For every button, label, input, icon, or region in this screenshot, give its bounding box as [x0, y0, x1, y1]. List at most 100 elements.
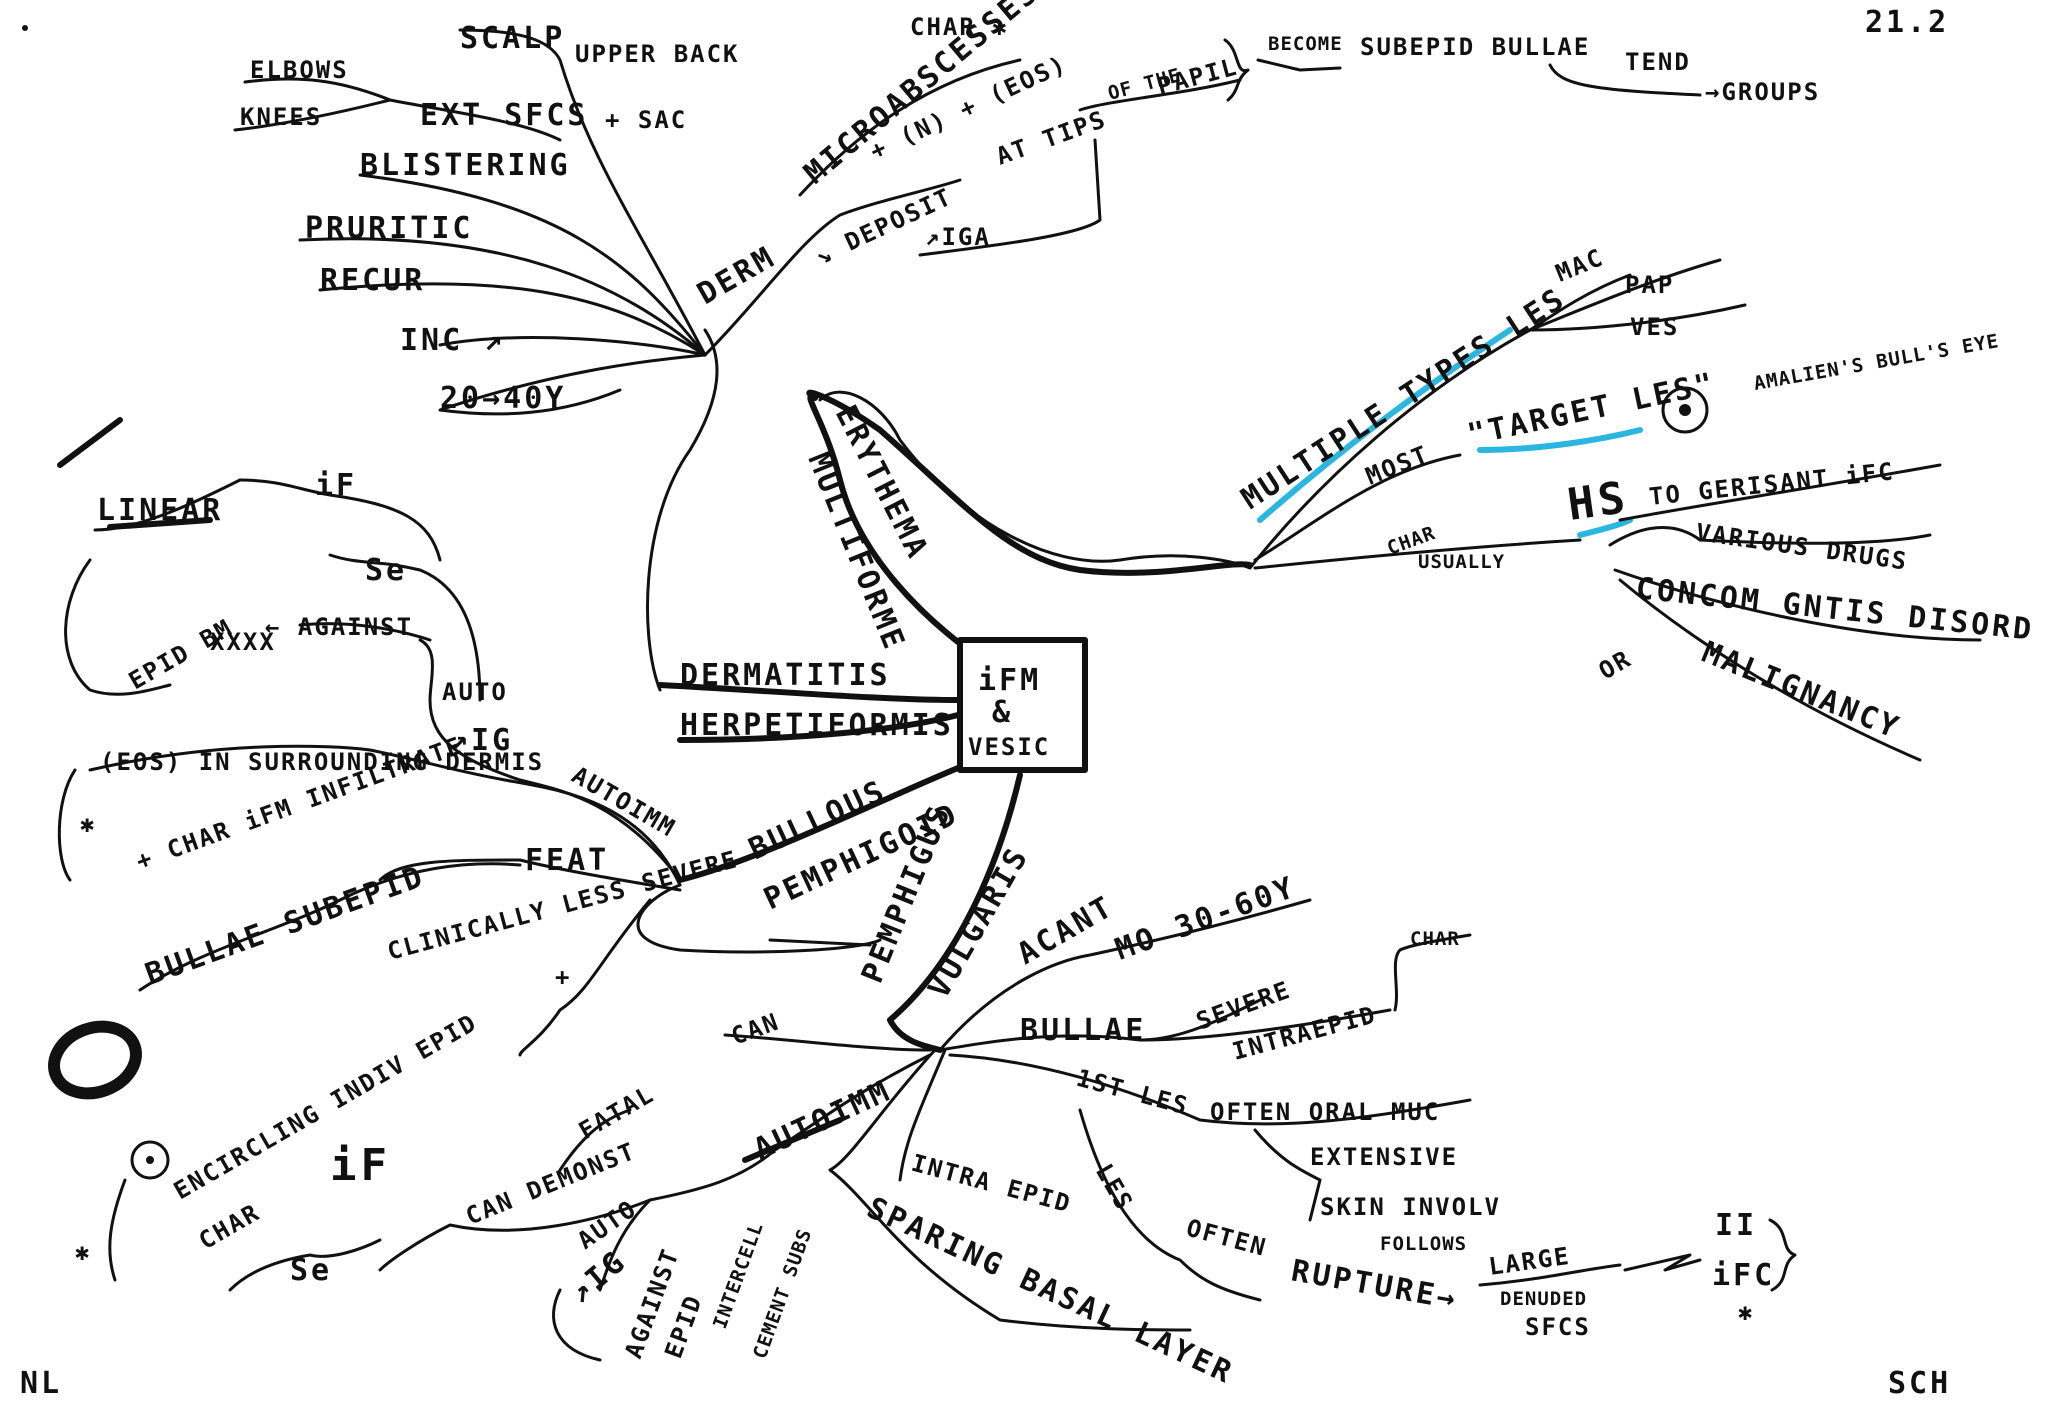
dh-elbows: ELBOWS	[250, 56, 349, 84]
center-line2: &	[992, 695, 1013, 730]
dh-knees-line	[233, 98, 392, 132]
center-topic: iFM & VESIC	[957, 637, 1088, 773]
pv-sfcs: SFCS	[1525, 1313, 1591, 1341]
branch-erythema-multiforme	[806, 389, 1253, 645]
em-pap: PAP	[1625, 271, 1674, 299]
center-box	[957, 637, 1088, 773]
target-outer-icon	[1661, 386, 1709, 434]
branch-dh-stem	[646, 328, 719, 692]
bp-star: ✱	[80, 810, 96, 838]
pv-often-oral: OFTEN ORAL MUC	[1210, 1098, 1440, 1126]
em-highlight-multiple	[1257, 327, 1513, 523]
pv-rupture: RUPTURE→	[1289, 1253, 1461, 1317]
corner-initials-left: NL	[20, 1366, 62, 1401]
dh-micro-line	[798, 58, 1022, 197]
dh-recur: RECUR	[320, 263, 425, 298]
dh-ext-sfcs: EXT SFCS	[420, 98, 589, 133]
ink-dot	[22, 25, 28, 31]
dh-tend: TEND	[1625, 48, 1691, 76]
bp-se-line	[328, 553, 482, 702]
dh-age-line	[438, 353, 707, 416]
bp-feat-line	[378, 858, 682, 892]
cell-outline-icon	[130, 1140, 170, 1180]
pv-bullae-line	[938, 998, 1262, 1052]
dh-scalp-line	[458, 28, 707, 357]
branch-erythema-outline	[818, 390, 1252, 570]
dh-ext-line	[388, 98, 562, 142]
pv-first-les: 1ST LES	[1073, 1064, 1191, 1121]
em-multiple-types: MULTIPLE TYPES LES	[1235, 281, 1572, 517]
pv-denuded: DENUDED	[1500, 1288, 1587, 1310]
em-various-drugs: VARIOUS DRUGS	[1694, 518, 1910, 575]
em-usually: USUALLY	[1418, 551, 1505, 573]
bp-eos: (EOS) IN SURROUNDING DERMIS	[100, 748, 544, 776]
branch-pemphigus-vulgaris	[887, 772, 1023, 1053]
pv-char-line	[1393, 933, 1472, 1012]
em-mac: MAC	[1552, 243, 1608, 287]
bp-xxxx: XXXX	[210, 628, 276, 656]
pv-se: Se	[290, 1253, 332, 1288]
em-malignancy-line	[1618, 578, 1922, 762]
target-center-icon	[1679, 404, 1691, 416]
bp-autoimm: AUTOIMM	[567, 761, 681, 843]
pv-skin-involv: SKIN INVOLV	[1320, 1193, 1501, 1221]
pv-extensive: EXTENSIVE	[1310, 1143, 1458, 1171]
em-pap-line	[1528, 258, 1722, 332]
bp-se: Se	[365, 553, 407, 588]
dh-subepid-bullae: SUBEPID BULLAE	[1360, 33, 1590, 61]
em-mac-line	[1528, 273, 1632, 332]
bp-eos-bracket	[57, 768, 77, 882]
bold-o-mark	[48, 1020, 142, 1100]
pv-if: iF	[330, 1140, 391, 1191]
center-line3: VESIC	[968, 733, 1050, 761]
dh-title1: DERMATITIS	[680, 658, 891, 693]
pv-intercell: INTERCELL	[709, 1219, 768, 1332]
pv-autoimm-underline	[742, 1117, 843, 1163]
center-line1: iFM	[978, 663, 1041, 698]
bp-plus: +	[555, 963, 571, 991]
pv-fatal-line	[558, 1108, 632, 1172]
pv-demonst-line	[378, 1198, 652, 1272]
bp-linear-underline	[107, 517, 213, 530]
pv-encircling: ENCIRCLING INDIV EPID	[169, 1008, 482, 1205]
pv-follows: FOLLOWS	[1380, 1233, 1467, 1255]
pv-extensive-arrow	[1253, 1128, 1322, 1222]
dh-groups: →GROUPS	[1705, 78, 1820, 106]
pv-les-line	[1078, 1108, 1262, 1302]
bp-bullae-line	[138, 862, 522, 992]
dh-papil-brace	[1223, 38, 1250, 102]
dh-inc-line	[438, 336, 707, 357]
pv-ii-arrow	[1623, 1253, 1702, 1272]
bp-against-line	[298, 622, 432, 642]
bp-eos-line	[88, 744, 682, 887]
em-most: MOST	[1362, 440, 1433, 491]
pv-ifc: iFC	[1712, 1258, 1775, 1293]
pv-can: CAN	[727, 1007, 783, 1050]
pv-if-line	[228, 1238, 382, 1292]
em-drugs-line	[1608, 526, 1932, 547]
dh-pruritic-line	[298, 237, 707, 357]
bp-bullae-subepid: BULLAE SUBEPID	[141, 859, 430, 993]
pv-can-line	[723, 1033, 932, 1052]
pv-les: LES	[1090, 1159, 1139, 1216]
em-highlight-target	[1477, 427, 1643, 453]
bp-against: ← AGAINST	[265, 613, 413, 641]
dh-derm-line	[703, 178, 962, 357]
pv-char: CHAR	[1410, 928, 1460, 950]
pv-if-star: ✱	[75, 1238, 91, 1266]
pv-if-bracket	[108, 1178, 127, 1282]
pv-often: OFTEN	[1183, 1214, 1270, 1262]
pv-bullae: BULLAE	[1020, 1013, 1146, 1048]
pv-1st-line	[948, 1053, 1472, 1126]
bp-auto: AUTO	[442, 678, 508, 706]
pv-title2: VULGARIS	[922, 841, 1037, 1004]
bp-if: iF	[315, 468, 357, 503]
pv-fatal: FATAL	[574, 1080, 659, 1145]
em-cause2-line	[1613, 568, 1982, 642]
bp-auto-line	[418, 638, 522, 782]
pv-auto-line	[598, 1198, 652, 1292]
em-or: OR	[1594, 644, 1636, 685]
em-target-ref: AMALIEN'S BULL'S EYE	[1752, 330, 2001, 395]
em-most-line	[1253, 453, 1462, 562]
